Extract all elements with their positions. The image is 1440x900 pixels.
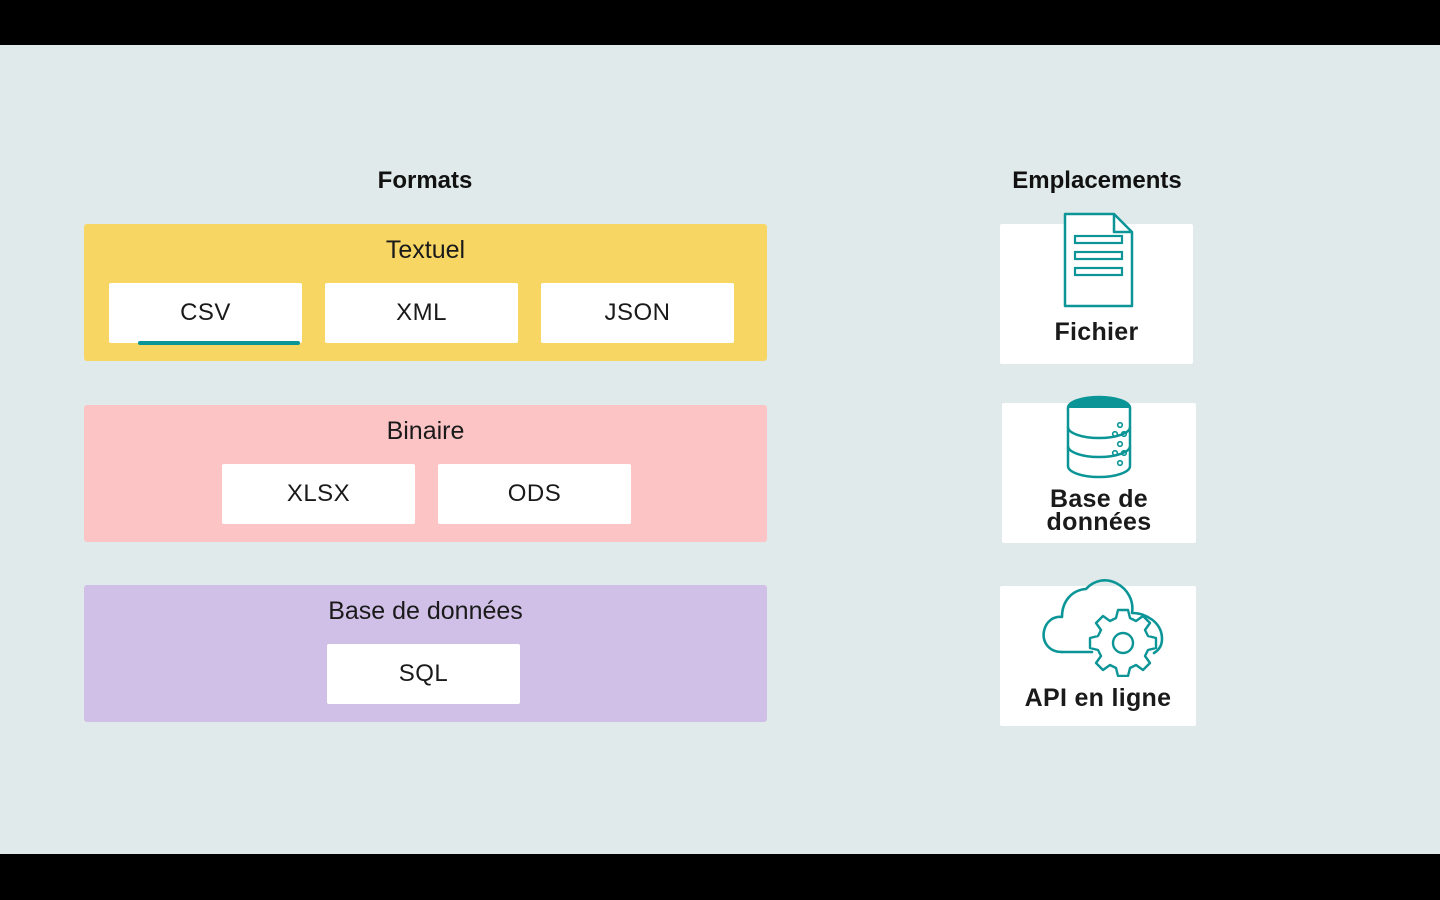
locations-heading: Emplacements [1012,167,1182,194]
cloud-gear-icon [1042,579,1164,677]
format-group-binaire: Binaire XLSX ODS [84,405,767,542]
selection-underline [138,341,300,345]
format-chip-sql: SQL [327,644,520,704]
location-label: API en ligne [1024,684,1172,712]
location-label-line2: données [1046,508,1152,536]
database-icon [1066,395,1132,479]
chip-label: XLSX [286,480,351,507]
format-group-textuel: Textuel CSV XML JSON [84,224,767,361]
group-title: Binaire [386,417,465,445]
slide: Formats Emplacements Textuel CSV XML JSO… [0,45,1440,854]
chip-label: SQL [398,660,449,687]
location-card-base-de-donnees: Base de données [1002,395,1196,543]
chip-label: XML [396,299,447,326]
format-chip-ods: ODS [438,464,631,524]
format-group-base-de-donnees: Base de données SQL [84,585,767,722]
document-icon [1063,212,1134,308]
location-label-line1: Base de [1050,485,1148,513]
location-card-api: API en ligne [1000,579,1196,726]
group-title: Base de données [328,597,523,625]
chip-label: CSV [180,299,231,326]
location-card-fichier: Fichier [1000,212,1193,364]
format-chip-xml: XML [325,283,518,343]
format-chip-csv: CSV [109,283,302,345]
format-chip-json: JSON [541,283,734,343]
format-chip-xlsx: XLSX [222,464,415,524]
chip-label: JSON [604,299,671,326]
location-label: Fichier [1054,318,1139,346]
formats-heading: Formats [377,167,473,194]
chip-label: ODS [507,480,562,507]
group-title: Textuel [385,236,466,264]
